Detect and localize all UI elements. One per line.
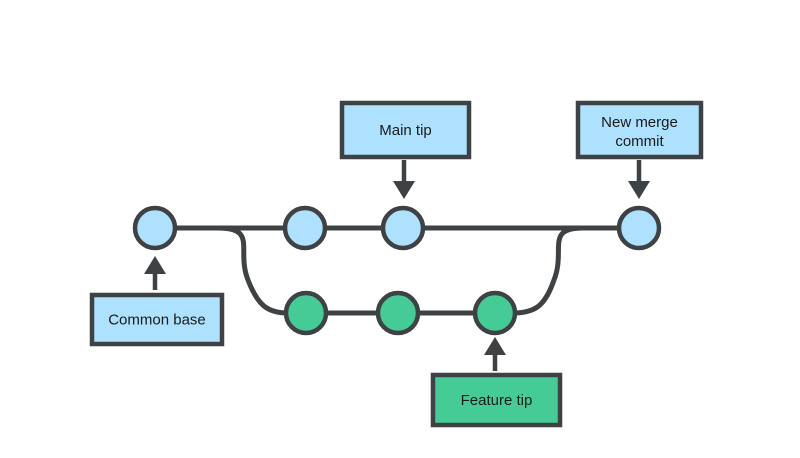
common-base-box[interactable]: [89, 292, 225, 347]
commit-node-main-3[interactable]: [380, 205, 426, 251]
main-tip-arrow-down-icon: [393, 160, 415, 199]
feature-tip-box[interactable]: [430, 372, 563, 428]
commit-node-feature-2[interactable]: [375, 290, 421, 336]
callout-feature-tip[interactable]: Feature tip: [430, 337, 563, 428]
commit-node-base[interactable]: [132, 205, 178, 251]
main-tip-box[interactable]: [339, 100, 472, 160]
feature-tip-arrow-up-icon: [484, 337, 506, 371]
commit-node-merge[interactable]: [616, 205, 662, 251]
new-merge-commit-label-line1: New merge: [601, 114, 678, 131]
edge-merge-curve: [512, 225, 584, 316]
commit-node-feature-1[interactable]: [283, 290, 329, 336]
feature-tip-label: Feature tip: [461, 392, 533, 409]
new-merge-commit-label-line2: commit: [615, 133, 664, 150]
callout-new-merge-commit[interactable]: New merge commit: [575, 100, 704, 199]
new-merge-commit-box[interactable]: [575, 100, 704, 160]
commit-node-main-2[interactable]: [282, 205, 328, 251]
commit-nodes: [132, 205, 662, 336]
edge-branch-off-curve: [217, 225, 289, 316]
common-base-arrow-up-icon: [144, 256, 166, 290]
commit-node-feature-3[interactable]: [472, 290, 518, 336]
new-merge-commit-arrow-down-icon: [628, 160, 650, 199]
branch-edges: [173, 225, 621, 316]
callout-main-tip[interactable]: Main tip: [339, 100, 472, 199]
common-base-label: Common base: [108, 311, 206, 328]
callout-common-base[interactable]: Common base: [89, 256, 225, 347]
main-tip-label: Main tip: [379, 122, 432, 139]
